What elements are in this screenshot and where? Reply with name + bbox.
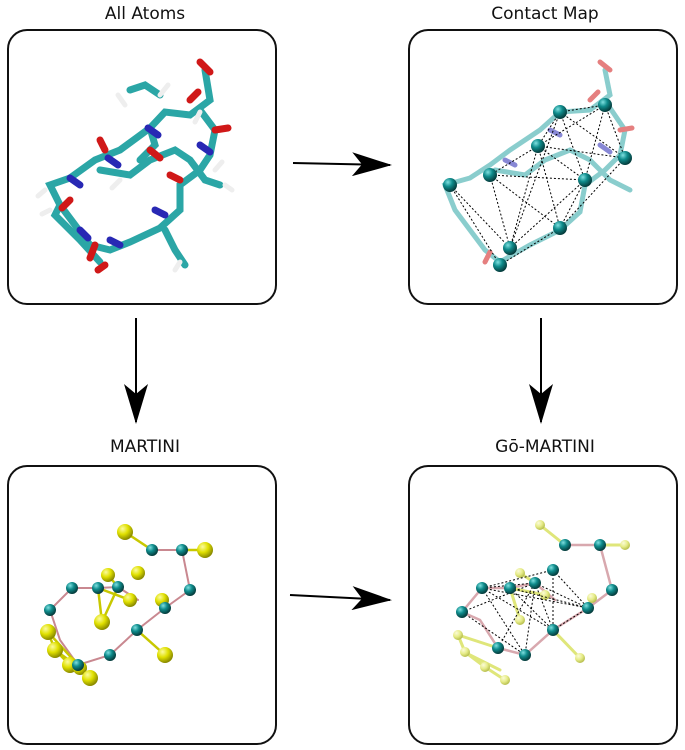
- all-atoms-structure: [35, 58, 235, 274]
- go-martini-side-chain-beads: [453, 520, 630, 685]
- contact-map-structure: [441, 59, 635, 266]
- panel-contact-map: [408, 29, 678, 305]
- title-all-atoms: All Atoms: [104, 4, 186, 24]
- title-martini: MARTINI: [109, 437, 180, 457]
- arrows: [124, 152, 553, 611]
- go-martini-backbone-beads: [456, 539, 618, 661]
- arrow-martini-to-go-martini: [289, 586, 392, 611]
- contact-map-beads: [443, 98, 632, 272]
- go-contact-lines: [461, 569, 589, 656]
- title-contact-map: Contact Map: [491, 4, 599, 24]
- martini-backbone-beads: [44, 544, 196, 671]
- arrow-all-atoms-to-contact-map: [292, 152, 392, 177]
- title-go-martini: Gō-MARTINI: [495, 437, 595, 457]
- panel-go-martini: [408, 465, 678, 745]
